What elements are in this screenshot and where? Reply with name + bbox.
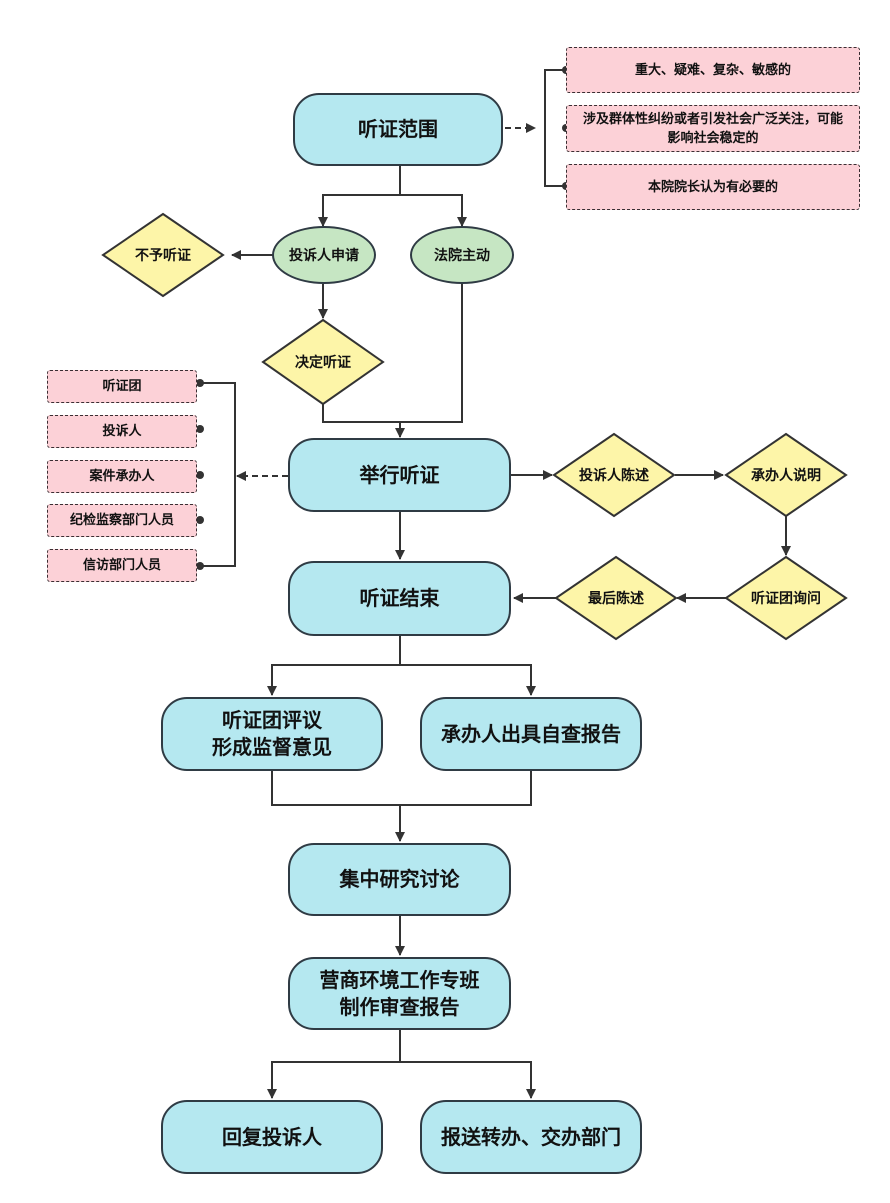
node-panel-review-line1: 听证团评议 xyxy=(222,708,322,732)
node-handler-report-label: 承办人出具自查报告 xyxy=(441,721,621,746)
note-condition-major: 重大、疑难、复杂、敏感的 xyxy=(566,47,860,93)
node-panel-review-line2: 形成监督意见 xyxy=(212,735,332,759)
node-hearing-scope-label: 听证范围 xyxy=(358,117,438,141)
node-complainant-apply: 投诉人申请 xyxy=(272,226,376,284)
node-panel-review: 听证团评议形成监督意见 xyxy=(161,697,383,771)
diamond-no-hearing xyxy=(101,212,225,298)
step-complainant-statement-label: 投诉人陈述 xyxy=(579,468,649,484)
connector-scope-court xyxy=(400,194,467,227)
bracket-conditions xyxy=(544,69,566,187)
diamond-step-complainant xyxy=(552,432,676,518)
diamond-step-handler xyxy=(724,432,848,518)
step-panel-inquiry-label: 听证团询问 xyxy=(751,591,821,607)
step-handler-explanation-label: 承办人说明 xyxy=(751,468,821,484)
step-panel-inquiry: 听证团询问 xyxy=(726,557,846,639)
connector-final-submit xyxy=(400,1061,536,1099)
connector-end-report xyxy=(400,664,536,696)
node-business-env: 营商环境工作专班制作审查报告 xyxy=(288,957,511,1030)
node-court-initiative-label: 法院主动 xyxy=(434,248,490,264)
node-reply-complainant: 回复投诉人 xyxy=(161,1100,383,1174)
node-hearing-end-label: 听证结束 xyxy=(359,586,440,610)
note-condition-major-label: 重大、疑难、复杂、敏感的 xyxy=(634,62,791,78)
step-final-statement-label: 最后陈述 xyxy=(588,591,644,607)
node-decide-hearing: 决定听证 xyxy=(263,320,383,404)
diamond-step-final xyxy=(554,555,678,641)
note-participant-petition-label: 信访部门人员 xyxy=(82,558,161,573)
node-court-initiative: 法院主动 xyxy=(410,226,514,284)
step-complainant-statement: 投诉人陈述 xyxy=(554,434,674,516)
note-participant-complainant: 投诉人 xyxy=(47,415,197,448)
step-handler-explanation: 承办人说明 xyxy=(726,434,846,516)
node-central-discussion: 集中研究讨论 xyxy=(288,843,511,916)
connector-final-split xyxy=(267,1030,401,1099)
node-reply-complainant-label: 回复投诉人 xyxy=(222,1124,322,1149)
connector-scope-split xyxy=(318,166,401,227)
connector-end-split xyxy=(267,636,401,696)
bracket-participants xyxy=(200,382,236,567)
node-hearing-end: 听证结束 xyxy=(288,561,511,636)
node-hold-hearing-label: 举行听证 xyxy=(359,462,440,487)
diamond-step-panel xyxy=(724,555,848,641)
connector-court-hold xyxy=(400,284,463,423)
step-final-statement: 最后陈述 xyxy=(556,557,676,639)
node-business-env-line2: 制作审查报告 xyxy=(339,994,460,1019)
node-complainant-apply-label: 投诉人申请 xyxy=(289,248,359,264)
diamond-decide-hearing xyxy=(261,318,385,406)
node-no-hearing-label: 不予听证 xyxy=(135,248,191,264)
note-participant-complainant-label: 投诉人 xyxy=(102,424,142,439)
note-participant-handler-label: 案件承办人 xyxy=(89,469,155,484)
node-submit-transfer-label: 报送转办、交办部门 xyxy=(441,1124,621,1149)
node-central-discussion-label: 集中研究讨论 xyxy=(339,867,460,891)
note-condition-group-dispute-label: 涉及群体性纠纷或者引发社会广泛关注，可能影响社会稳定的 xyxy=(582,111,843,146)
node-handler-report: 承办人出具自查报告 xyxy=(420,697,642,771)
note-participant-handler: 案件承办人 xyxy=(47,460,197,493)
note-participant-panel-label: 听证团 xyxy=(102,379,142,394)
connector-decide-hold xyxy=(322,402,405,438)
node-no-hearing: 不予听证 xyxy=(103,214,223,296)
node-hold-hearing: 举行听证 xyxy=(288,438,511,512)
node-decide-hearing-label: 决定听证 xyxy=(295,355,351,371)
node-submit-transfer: 报送转办、交办部门 xyxy=(420,1100,642,1174)
note-participant-discipline-label: 纪检监察部门人员 xyxy=(69,513,174,528)
note-condition-group-dispute: 涉及群体性纠纷或者引发社会广泛关注，可能影响社会稳定的 xyxy=(566,105,860,152)
note-participant-panel: 听证团 xyxy=(47,370,197,403)
note-participant-discipline: 纪检监察部门人员 xyxy=(47,504,197,537)
connector-merge xyxy=(271,771,532,806)
node-hearing-scope: 听证范围 xyxy=(293,93,503,166)
note-condition-president: 本院院长认为有必要的 xyxy=(566,164,860,210)
note-participant-petition: 信访部门人员 xyxy=(47,549,197,582)
node-business-env-line1: 营商环境工作专班 xyxy=(319,967,480,992)
note-condition-president-label: 本院院长认为有必要的 xyxy=(647,179,778,195)
